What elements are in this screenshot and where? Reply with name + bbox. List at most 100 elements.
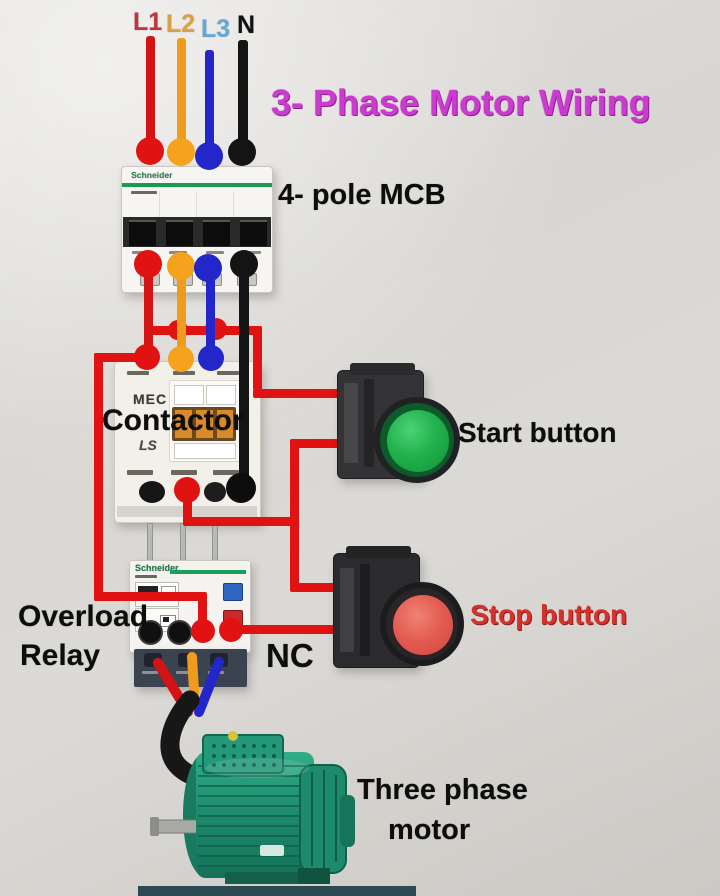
control-wire-left-vertical — [94, 353, 103, 601]
label-mcb: 4- pole MCB — [278, 179, 446, 211]
mcb-top-terminal-l3 — [195, 142, 223, 170]
neutral-lug — [226, 473, 256, 503]
label-motor-line2: motor — [388, 814, 471, 846]
overload-dial — [167, 620, 192, 645]
mcb-bottom-terminal-l3 — [194, 254, 222, 282]
contactor-contact-block — [169, 380, 240, 462]
control-wire-to-start-top — [253, 389, 345, 398]
label-l1: L1 — [133, 8, 163, 36]
control-wire-to-stop-top — [290, 583, 345, 592]
contactor-slot — [174, 443, 236, 459]
start-button-cap — [387, 410, 449, 472]
copper-contact — [217, 410, 233, 438]
start-housing-detail — [344, 383, 358, 463]
mcb-pole-divider — [196, 191, 197, 217]
label-contactor: Contactor — [102, 404, 244, 437]
motor-foot — [298, 868, 330, 884]
l1-supply-wire — [146, 36, 155, 152]
l1-load-wire — [144, 264, 153, 357]
mcb-toggle-3 — [203, 220, 230, 246]
mcb-model-mark — [131, 191, 157, 194]
contactor-terminal-mark — [213, 470, 239, 475]
control-wire-left-drop — [198, 592, 207, 632]
label-stop-button: Stop button — [470, 599, 628, 630]
start-housing-detail — [364, 379, 374, 467]
contactor-coil-terminal — [174, 477, 200, 503]
label-l2: L2 — [166, 10, 196, 38]
control-wire-coil-horizontal — [183, 517, 299, 526]
n-through-wire — [239, 264, 249, 486]
control-wire-tap-vertical — [253, 326, 262, 390]
stop-button-cap — [393, 595, 453, 655]
contactor-top-terminal-l1 — [134, 344, 160, 370]
mcb-brand: Schneider — [131, 170, 173, 180]
control-wire-mid-vertical — [290, 439, 299, 591]
overload-band-mark — [142, 671, 158, 674]
contactor-sub-brand: LS — [139, 437, 157, 453]
mcb-toggle-band — [123, 217, 271, 247]
l2-supply-wire — [177, 38, 186, 153]
copper-contact — [196, 410, 213, 438]
label-overload-line1: Overload — [18, 600, 149, 633]
table-edge — [138, 886, 416, 896]
l3-load-wire — [206, 268, 215, 358]
start-housing-tab — [350, 363, 415, 375]
label-start-button: Start button — [458, 417, 617, 448]
contactor-terminal-mark — [127, 371, 149, 375]
diagram-title: 3- Phase Motor Wiring — [271, 82, 651, 123]
label-n: N — [237, 11, 256, 39]
l2-load-wire — [177, 266, 186, 359]
overload-dial — [138, 620, 163, 645]
label-overload-line2: Relay — [20, 639, 101, 672]
contactor-brand: MEC — [133, 391, 168, 407]
l3-supply-wire — [205, 50, 214, 158]
overload-green-stripe — [170, 570, 246, 574]
contactor-copper-contacts — [172, 407, 236, 441]
mcb-bottom-terminal-l1 — [134, 250, 162, 278]
mcb-top-terminal-n — [228, 138, 256, 166]
control-wire-left-bottom — [94, 592, 206, 601]
overload-nc-terminal — [219, 618, 243, 642]
contactor-slot — [206, 385, 236, 405]
mcb-bottom-terminal-l2 — [167, 252, 195, 280]
motor-gland-yellow — [228, 731, 238, 741]
mcb-toggle-2 — [166, 220, 193, 246]
contactor-terminal-mark — [171, 470, 197, 475]
contactor-terminal-mark — [217, 371, 239, 375]
overload-model-mark — [135, 575, 157, 578]
label-l3: L3 — [201, 15, 231, 43]
overload-brand: Schneider — [135, 563, 179, 573]
motor-nameplate — [260, 845, 284, 856]
stop-housing-detail — [340, 568, 354, 652]
overload-test-button-blue — [223, 583, 243, 601]
overload-nc-terminal — [191, 619, 215, 643]
three-phase-motor — [150, 731, 355, 884]
overload-band-mark — [176, 671, 192, 674]
mcb-toggle-1 — [129, 220, 156, 246]
n-supply-wire — [238, 40, 248, 153]
stop-housing-detail — [360, 564, 370, 656]
contactor-terminal-mark — [173, 371, 195, 375]
stop-housing-tab — [346, 546, 411, 558]
motor-foot — [225, 872, 310, 884]
motor-wire-blue — [194, 657, 224, 717]
mcb-pole-divider — [233, 191, 234, 217]
contactor-bottom-terminal — [204, 482, 226, 502]
label-nc: NC — [266, 637, 314, 674]
mcb-toggle-4 — [240, 220, 267, 246]
control-wire-left-top — [94, 353, 150, 362]
mcb-top-terminal-l2 — [167, 138, 195, 166]
control-wire-nc — [231, 625, 345, 634]
mcb-top-terminal-l1 — [136, 137, 164, 165]
mcb-rating-mark — [206, 251, 224, 254]
label-motor-line1: Three phase — [357, 774, 528, 806]
copper-contact — [175, 410, 192, 438]
contactor-slot — [174, 385, 204, 405]
control-wire-coil-vertical — [183, 490, 192, 526]
control-wire-start-bottom — [290, 439, 345, 448]
contactor-top-terminal-l2 — [168, 346, 194, 372]
overload-slider-tick — [163, 617, 169, 622]
contactor-bottom-terminal — [139, 481, 165, 503]
